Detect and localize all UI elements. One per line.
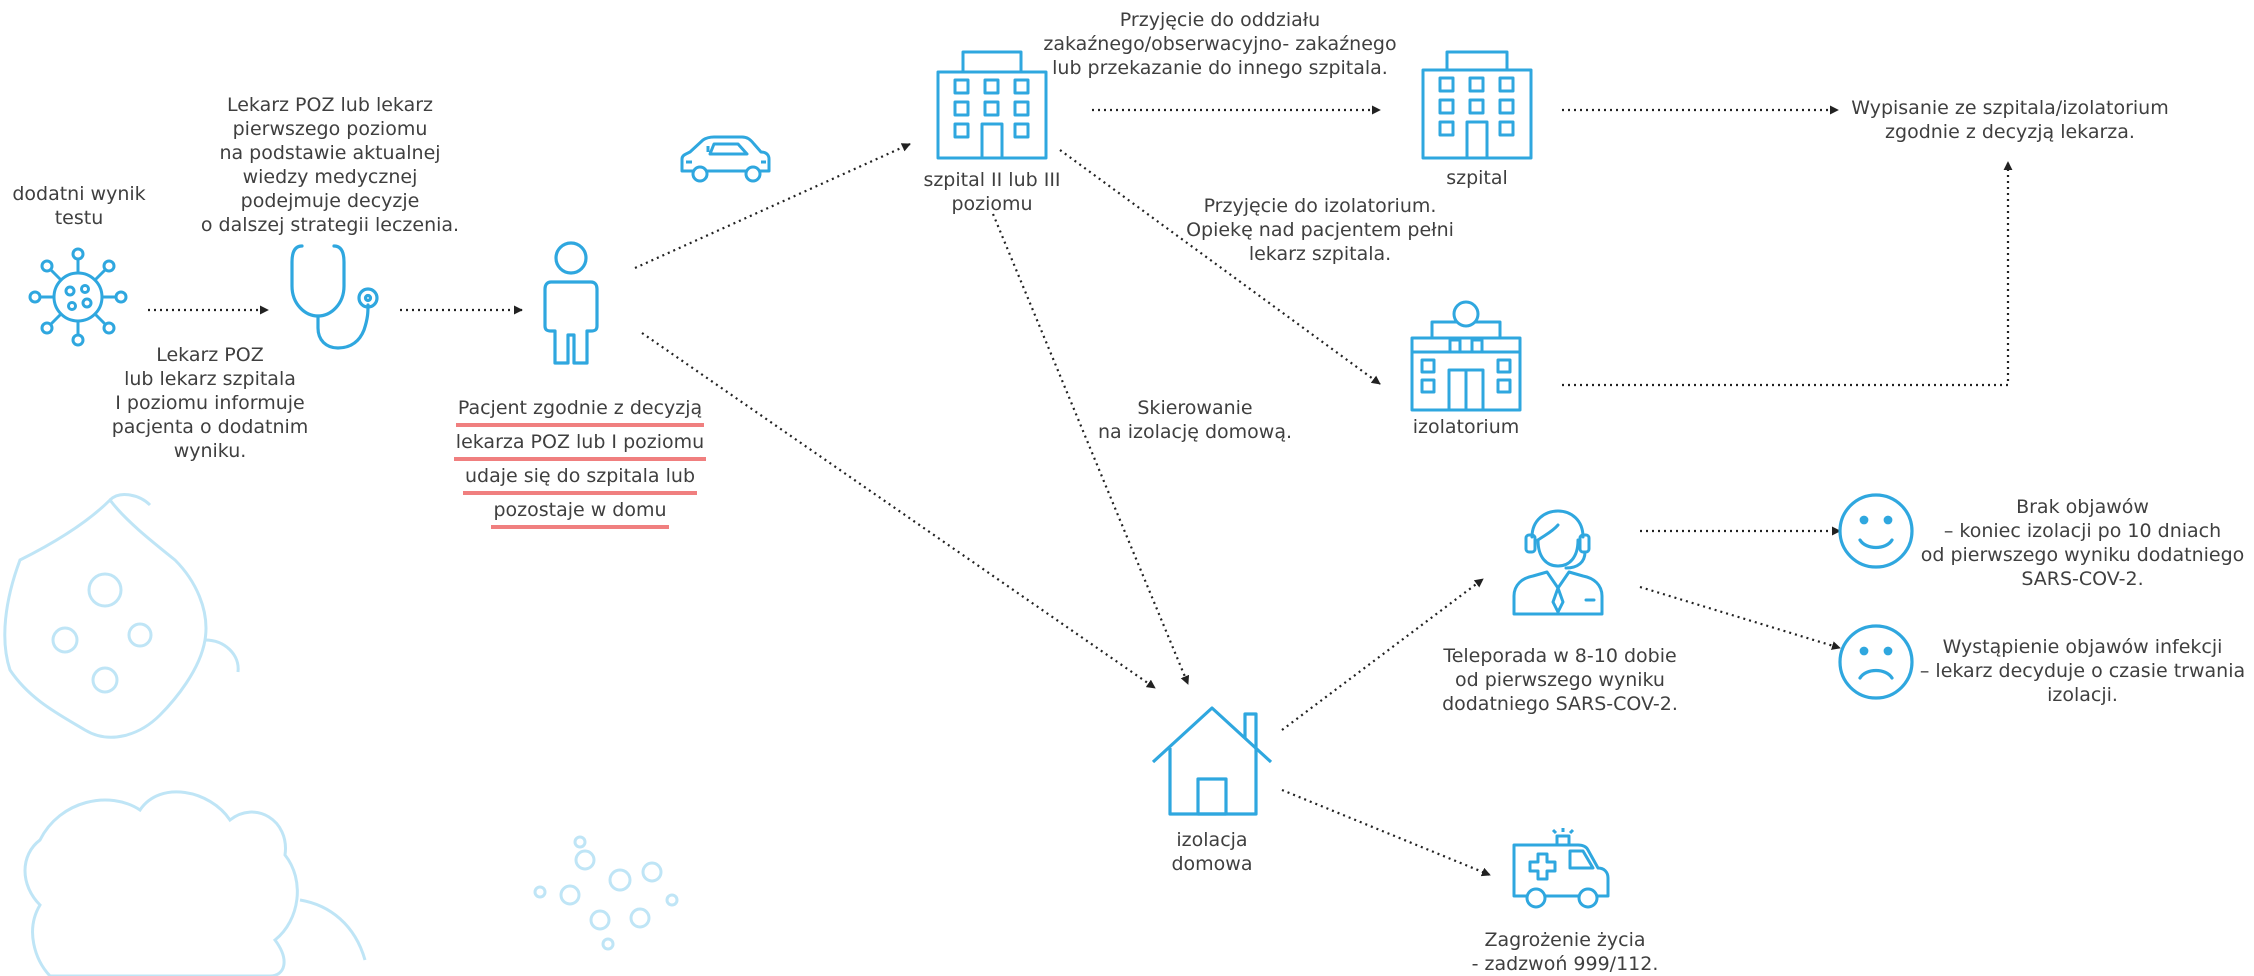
hospital-label: szpital	[1446, 167, 1508, 189]
admission-infectious-label: Przyjęcie do oddziału zakaźnego/obserwac…	[1043, 9, 1397, 79]
discharge-label: Wypisanie ze szpitala/izolatorium zgodni…	[1851, 97, 2169, 143]
positive-test-label: dodatni wynik testu	[12, 183, 146, 229]
home-referral-label: Skierowanie na izolację domową.	[1097, 397, 1293, 443]
symptoms-label: Wystąpienie objawów infekcji – lekarz de…	[1919, 636, 2246, 706]
smiley-happy-icon	[1838, 493, 1914, 569]
arrow-hospital-level-to-home	[991, 213, 1190, 685]
isolatorium-building-icon	[1410, 300, 1522, 412]
home-isolation-label: izolacja domowa	[1171, 829, 1253, 875]
doctor-informs-label: Lekarz POZ lub lekarz szpitala I poziomu…	[111, 344, 309, 462]
teleconsult-label: Teleporada w 8-10 dobie od pierwszego wy…	[1442, 645, 1678, 715]
hospital-level-label: szpital II lub III poziomu	[923, 169, 1061, 215]
decor-virus-outline-icon	[23, 790, 679, 976]
admission-isolatorium-label: Przyjęcie do izolatorium. Opiekę nad pac…	[1186, 195, 1454, 265]
patient-decision-label: Pacjent zgodnie z decyzją lekarza POZ lu…	[440, 393, 720, 529]
arrow-patient-to-home	[641, 332, 1156, 689]
arrow-teleconsult-to-symptoms	[1639, 585, 1841, 650]
ambulance-icon	[1512, 828, 1610, 909]
person-icon	[543, 241, 599, 365]
arrow-home-to-ambulance	[1281, 788, 1491, 877]
virus-icon	[28, 247, 128, 347]
isolatorium-label: izolatorium	[1412, 416, 1520, 438]
arrow-patient-to-hospital-level	[634, 142, 911, 270]
stethoscope-icon	[290, 244, 379, 350]
doctor-decision-label: Lekarz POZ lub lekarz pierwszego poziomu…	[200, 94, 460, 236]
emergency-label: Zagrożenie życia - zadzwoń 999/112.	[1471, 929, 1659, 975]
decor-virus-outline-icon	[3, 493, 240, 739]
house-icon	[1151, 706, 1273, 816]
connector-arrows	[148, 105, 2013, 877]
operator-headset-icon	[1512, 509, 1604, 616]
hospital-building-icon	[1421, 50, 1533, 160]
arrow-isolatorium-to-discharge	[1562, 161, 2013, 387]
hospital-building-icon	[936, 50, 1048, 160]
arrow-hospital-level-to-isolatorium	[1059, 149, 1381, 385]
no-symptoms-label: Brak objawów – koniec izolacji po 10 dni…	[1920, 496, 2245, 590]
smiley-sad-icon	[1838, 624, 1914, 700]
car-icon	[680, 135, 771, 183]
